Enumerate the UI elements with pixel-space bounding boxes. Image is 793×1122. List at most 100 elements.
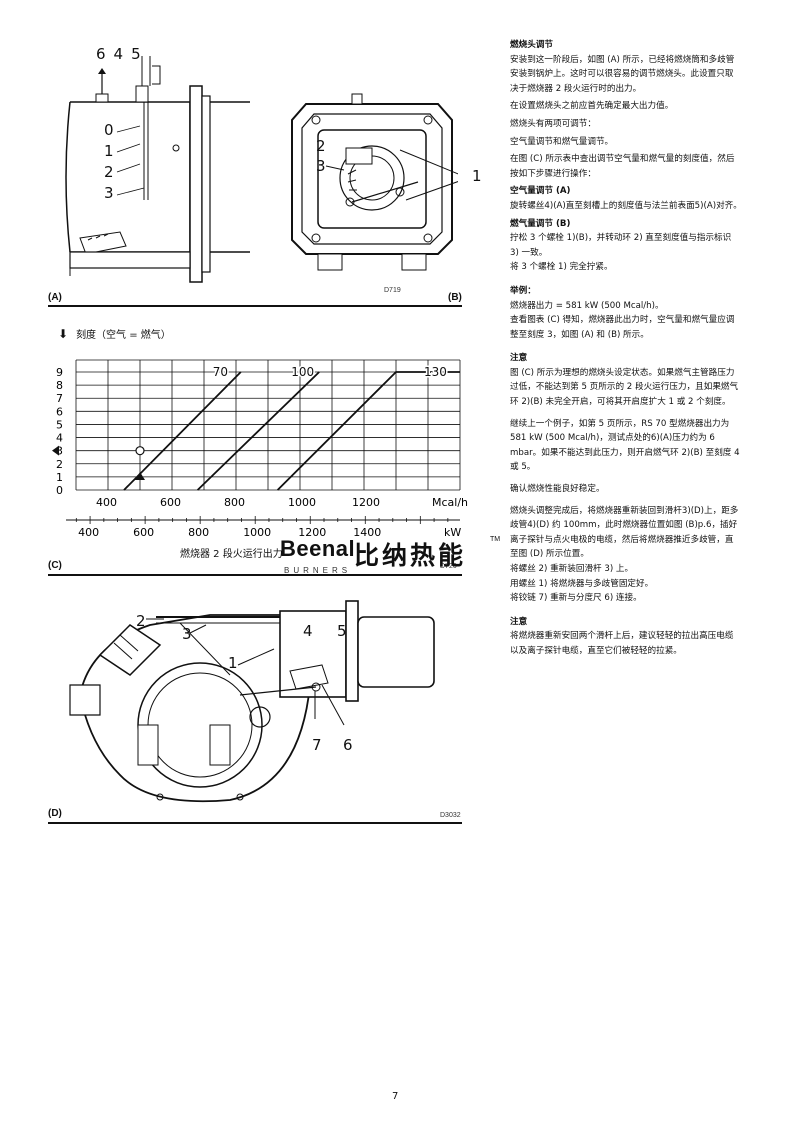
callout: 6	[96, 45, 106, 63]
paragraph: 在图 (C) 所示表中查出调节空气量和燃气量的刻度值，然后按如下步骤进行操作：	[510, 154, 735, 179]
paragraph: 确认燃烧性能良好稳定。	[510, 484, 605, 495]
example-y-arrow	[52, 445, 59, 456]
brand-watermark: Beenal BURNERS 比纳热能 TM	[280, 536, 500, 575]
series-label-130: 130	[424, 365, 447, 379]
figure-d-drawing	[69, 600, 435, 803]
section-title: 燃气量调节 (B)	[510, 218, 571, 229]
paragraph: 燃烧头有两项可调节：	[510, 118, 596, 129]
x-tick-label-kw: 1000	[243, 526, 271, 539]
callout: 2	[136, 612, 146, 630]
section-title: 举例：	[510, 285, 536, 296]
figure-a-drawing	[65, 56, 250, 283]
callout: 1	[228, 654, 238, 672]
y-tick-label: 0	[56, 484, 63, 497]
callout: 3	[182, 625, 192, 643]
paragraph: 空气量调节和燃气量调节。	[510, 136, 614, 147]
paragraph: 将螺丝 2) 重新装回滑杆 3) 上。	[510, 564, 634, 574]
example-point	[135, 446, 145, 456]
figure-a-side-callouts: 0 1 2 3	[104, 120, 116, 204]
brand-logo-cn: 比纳热能	[354, 541, 467, 570]
callout: 7	[312, 736, 322, 754]
figure-a-top-callouts: 6 4 5	[96, 45, 141, 63]
y-tick-label: 6	[56, 405, 63, 418]
example-x-arrow	[135, 472, 145, 480]
x-tick-label-mcal: 800	[224, 496, 245, 509]
paragraph: 旋转螺丝4)(A)直至刻槽上的刻度值与法兰前表面5)(A)对齐。	[510, 200, 742, 211]
figure-a-label: (A)	[48, 292, 62, 303]
paragraph: 将燃烧器重新安回两个滑杆上后，建议轻轻的拉出高压电缆以及离子探针电缆，直至它们被…	[510, 631, 734, 656]
y-tick-label: 4	[56, 432, 63, 445]
series-label-70: 70	[213, 365, 228, 379]
paragraph: 燃烧头调整完成后，将燃烧器重新装回到滑杆3)(D)上，距多歧管4)(D) 约 1…	[510, 505, 739, 560]
series-label-100: 100	[291, 365, 314, 379]
y-tick-label: 2	[56, 458, 63, 471]
instructions-column: 燃烧头调节 安装到这一阶段后，如图 (A) 所示，已经将燃烧筒和多歧管安装到锅炉…	[510, 36, 742, 662]
chart-ylabel: 刻度（空气 = 燃气）	[76, 330, 171, 341]
callout: 4	[303, 622, 313, 640]
paragraph: 拧松 3 个螺栓 1)(B)，并转动环 2) 直至刻度值与指示标识 3) 一致。	[510, 233, 732, 258]
series-line-100	[196, 371, 320, 491]
callout: 2	[104, 163, 114, 181]
arrow-down-icon: ⬇	[58, 326, 69, 341]
paragraph: 查看图表 (C) 得知，燃烧器此出力时，空气量和燃气量应调整至刻度 3，如图 (…	[510, 315, 735, 340]
x-unit-kw: kW	[444, 526, 461, 539]
callout: 2	[316, 137, 326, 155]
callout: 6	[343, 736, 353, 754]
paragraph: 将 3 个螺栓 1) 完全拧紧。	[510, 262, 613, 273]
paragraph: 燃烧器出力 = 581 kW (500 Mcal/h)。	[510, 300, 664, 311]
y-tick-label: 1	[56, 471, 63, 484]
x-tick-label-mcal: 1200	[352, 496, 380, 509]
x-tick-label-kw: 600	[133, 526, 154, 539]
series-line-130	[276, 371, 460, 491]
section-title: 空气量调节 (A)	[510, 186, 571, 197]
paragraph: 图 (C) 所示为理想的燃烧头设定状态。如果燃气主管路压力过低，不能达到第 5 …	[510, 367, 739, 408]
brand-logo-en: Beenal	[280, 536, 356, 561]
callout: 5	[131, 45, 141, 63]
x-tick-label-kw: 1200	[298, 526, 326, 539]
figure-b-drawing	[291, 93, 458, 271]
paragraph: 在设置燃烧头之前应首先确定最大出力值。	[510, 101, 674, 112]
figure-d-code: D3032	[440, 812, 461, 819]
figure-b-code: D719	[384, 287, 401, 294]
y-tick-label: 9	[56, 366, 63, 379]
callout: 0	[104, 121, 114, 139]
paragraph: 安装到这一阶段后，如图 (A) 所示，已经将燃烧筒和多歧管安装到锅炉上。这时可以…	[510, 54, 735, 94]
x-unit-mcal: Mcal/h	[432, 496, 468, 509]
section-title: 注意	[510, 353, 528, 364]
chart-xlabel: 燃烧器 2 段火运行出力	[180, 549, 283, 560]
series-line-70	[123, 371, 242, 491]
callout: 5	[337, 622, 347, 640]
callout: 1	[104, 142, 114, 160]
figure-c-label: (C)	[48, 560, 62, 571]
divider	[48, 822, 462, 824]
brand-logo-sub: BURNERS	[284, 566, 352, 575]
x-tick-label-kw: 400	[78, 526, 99, 539]
x-tick-label-mcal: 1000	[288, 496, 316, 509]
paragraph: 继续上一个例子，如第 5 页所示，RS 70 型燃烧器出力为581 kW (50…	[510, 418, 740, 473]
page-number: 7	[392, 1091, 399, 1102]
y-tick-label: 5	[56, 418, 63, 431]
section-title: 燃烧头调节	[510, 40, 553, 50]
divider	[48, 305, 462, 307]
paragraph: 将铰链 7) 重新与分度尺 6) 连接。	[510, 593, 642, 604]
trademark: TM	[490, 536, 501, 543]
x-tick-label-mcal: 600	[160, 496, 181, 509]
section-title: 注意	[510, 616, 528, 627]
paragraph: 用螺丝 1) 将燃烧器与多歧管固定好。	[510, 578, 654, 589]
y-tick-label: 8	[56, 379, 63, 392]
callout: 1	[472, 167, 482, 185]
x-tick-label-kw: 800	[188, 526, 209, 539]
figure-c-code: D720	[440, 563, 457, 570]
chart-ylabel-row: ⬇ 刻度（空气 = 燃气）	[58, 326, 171, 342]
divider	[48, 574, 462, 576]
callout: 3	[316, 157, 326, 175]
y-tick-label: 7	[56, 392, 63, 405]
y-tick-label: 3	[56, 445, 63, 458]
x-tick-label-mcal: 400	[96, 496, 117, 509]
callout: 3	[104, 184, 114, 202]
callout: 4	[113, 45, 124, 63]
figure-b-label: (B)	[448, 292, 462, 303]
x-tick-label-kw: 1400	[353, 526, 381, 539]
figure-d-label: (D)	[48, 808, 62, 819]
